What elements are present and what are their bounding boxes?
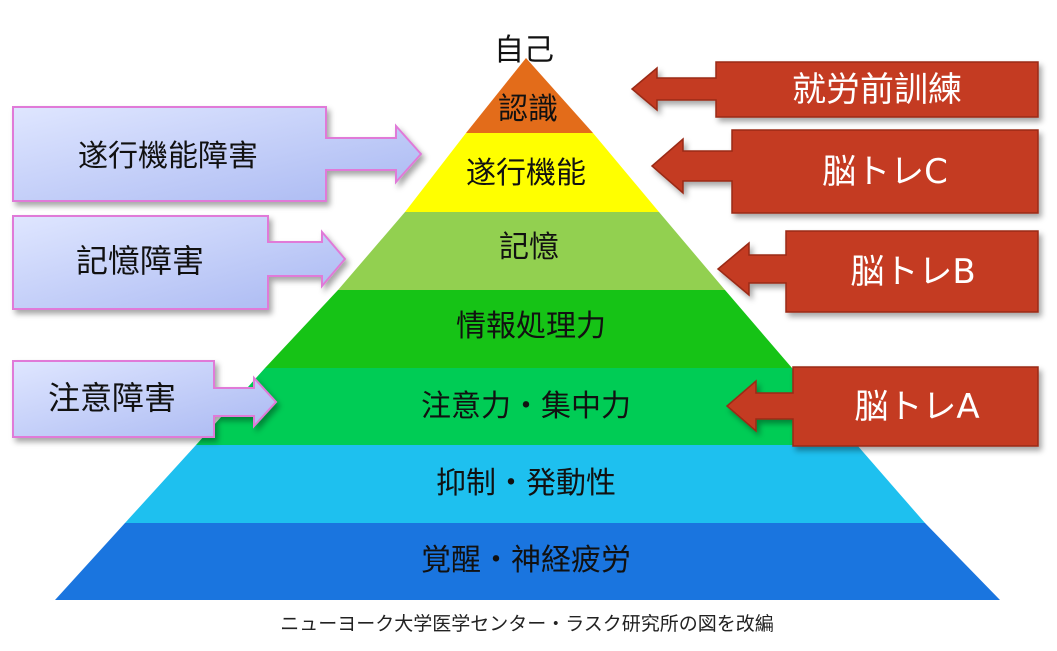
disorder-box	[12, 215, 347, 310]
disorder-label: 遂行機能障害	[78, 139, 258, 174]
training-label: 就労前訓練	[792, 70, 962, 110]
disorder-callout-attention	[12, 360, 278, 438]
level-label: 遂行機能	[466, 156, 586, 191]
level-band-inhibition	[125, 445, 925, 523]
training-box	[630, 61, 1039, 118]
training-callout-b	[716, 230, 1039, 313]
level-band-memory	[338, 212, 725, 290]
level-label: 注意力・集中力	[421, 389, 631, 424]
level-label: 抑制・発動性	[436, 466, 616, 501]
disorder-callout-executive	[12, 106, 423, 202]
training-callout-c	[650, 129, 1039, 214]
training-callout-a	[725, 366, 1039, 447]
training-callout-employment	[630, 61, 1039, 118]
level-label: 記憶	[499, 230, 559, 265]
level-label: 情報処理力	[456, 309, 606, 344]
disorder-callout-memory	[12, 215, 347, 310]
training-label: 脳トレB	[850, 252, 975, 292]
level-band-attention	[196, 368, 857, 445]
training-box	[650, 129, 1039, 214]
pyramid	[55, 58, 1000, 600]
disorder-label: 記憶障害	[76, 242, 204, 280]
level-band-cognition	[466, 58, 593, 133]
level-band-executive	[405, 133, 659, 212]
source-caption: ニューヨーク大学医学センター・ラスク研究所の図を改編	[280, 613, 774, 635]
training-box	[725, 366, 1039, 447]
level-band-arousal	[55, 523, 1000, 600]
disorder-box	[12, 106, 423, 202]
disorder-label: 注意障害	[48, 379, 176, 417]
level-label: 覚醒・神経疲労	[421, 543, 631, 578]
training-box	[716, 230, 1039, 313]
disorder-box	[12, 360, 278, 438]
level-label: 認識	[498, 92, 558, 127]
training-label: 脳トレC	[822, 152, 948, 192]
training-label: 脳トレA	[854, 387, 979, 427]
level-band-processing	[265, 290, 792, 368]
